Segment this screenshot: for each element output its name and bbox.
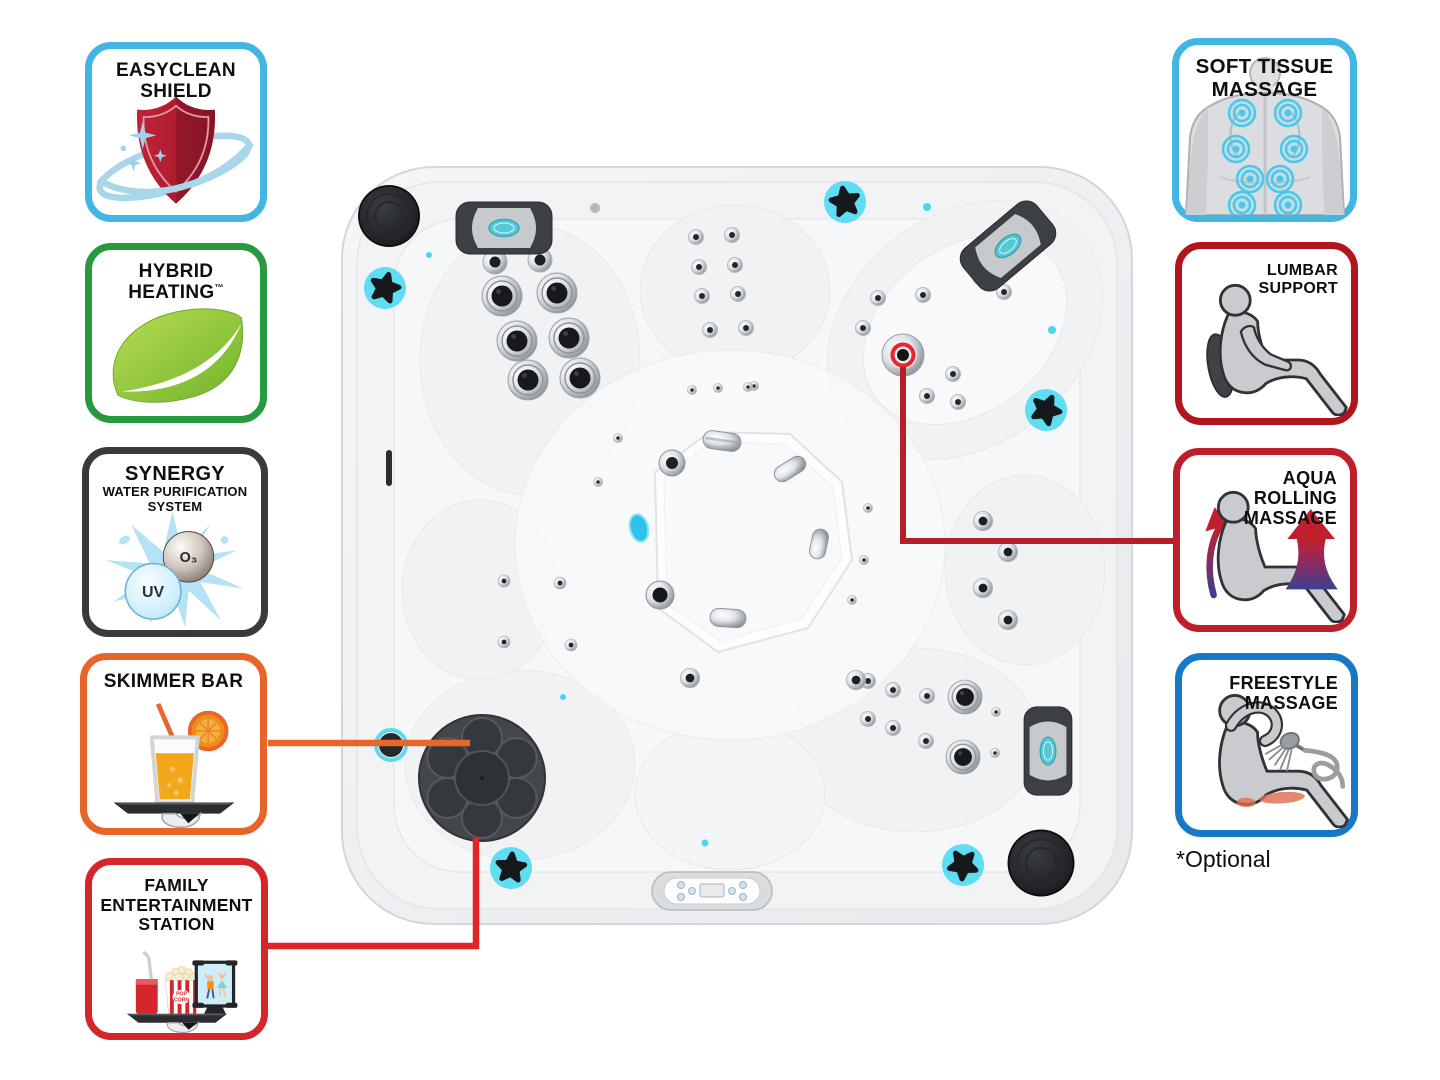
up-arrow bbox=[1285, 509, 1338, 590]
badge-skimmer-bar: SKIMMER BAR bbox=[80, 653, 267, 835]
underwater-light bbox=[628, 513, 650, 543]
popcorn-label: CORN bbox=[173, 998, 188, 1004]
skimmer-bar-disc bbox=[418, 714, 546, 842]
title-line: HYBRID bbox=[138, 261, 214, 282]
massage-glow-thigh bbox=[1258, 791, 1305, 804]
badge-title: FAMILY ENTERTAINMENT STATION bbox=[96, 875, 257, 935]
ozone-label: O₃ bbox=[180, 550, 198, 566]
popcorn-box: POP CORN bbox=[164, 965, 198, 1015]
footwell bbox=[628, 430, 854, 654]
seated-person bbox=[1216, 517, 1346, 623]
badge-title: AQUA ROLLING MASSAGE bbox=[1244, 468, 1337, 528]
title-line: WATER PURIFICATION bbox=[102, 484, 248, 500]
badge-hybrid-heating: HYBRID HEATING™ bbox=[85, 243, 267, 423]
massage-points bbox=[1221, 98, 1308, 215]
side-slot bbox=[386, 450, 392, 486]
badge-title: SKIMMER BAR bbox=[91, 671, 256, 692]
control-display bbox=[699, 883, 725, 898]
sparkle-stars bbox=[120, 121, 167, 172]
headrest-top-left bbox=[455, 201, 553, 255]
control-buttons bbox=[677, 881, 747, 901]
shower-wand-icon bbox=[1217, 694, 1349, 828]
headrest-bottom-right bbox=[1023, 706, 1073, 796]
entertainment-connector-line bbox=[268, 838, 480, 950]
optional-footnote: *Optional bbox=[1176, 846, 1271, 872]
rolling-massage-icon bbox=[1205, 490, 1346, 623]
red-massage-jet bbox=[881, 333, 925, 377]
corner-speaker-bottom-right bbox=[1006, 828, 1076, 898]
title-line: MASSAGE bbox=[1211, 77, 1318, 101]
dancers bbox=[203, 972, 227, 999]
title-line: EASYCLEAN bbox=[116, 60, 236, 81]
title-line: SOFT TISSUE bbox=[1195, 55, 1334, 78]
title-line: HEATING bbox=[128, 282, 215, 304]
title-line: SYSTEM bbox=[147, 498, 203, 514]
server-hand bbox=[166, 1021, 199, 1033]
badge-title: LUMBAR SUPPORT bbox=[1259, 262, 1338, 298]
title-line: LUMBAR bbox=[1266, 262, 1338, 279]
drink-tray-icon bbox=[113, 703, 234, 828]
control-panel bbox=[651, 871, 773, 911]
shower-wand bbox=[1264, 732, 1345, 789]
title-line: AQUA bbox=[1282, 468, 1337, 488]
badge-title: HYBRID HEATING™ bbox=[96, 261, 256, 304]
ozone-bubble bbox=[162, 531, 215, 583]
badge-easyclean-shield: EASYCLEAN SHIELD bbox=[85, 42, 267, 222]
badge-title: SYNERGY WATER PURIFICATION SYSTEM bbox=[93, 463, 257, 514]
juice bbox=[155, 753, 194, 800]
badge-lumbar-support: LUMBAR SUPPORT bbox=[1175, 242, 1358, 425]
tablet-screen bbox=[191, 960, 237, 1014]
vent-hole bbox=[590, 203, 600, 213]
massage-glow-hip bbox=[1236, 797, 1256, 808]
title-line: SYNERGY bbox=[125, 463, 225, 485]
badge-synergy-water-purification: SYNERGY WATER PURIFICATION SYSTEM O₃ UV bbox=[82, 447, 268, 637]
title-line: SKIMMER BAR bbox=[103, 671, 244, 692]
leaf-icon bbox=[112, 308, 244, 403]
title-line: FREESTYLE bbox=[1229, 673, 1338, 693]
badge-title: SOFT TISSUE MASSAGE bbox=[1183, 55, 1346, 102]
title-line: MASSAGE bbox=[1244, 693, 1338, 714]
popcorn-label: POP bbox=[176, 992, 187, 998]
title-line: STATION bbox=[138, 914, 215, 935]
hose bbox=[1302, 748, 1345, 789]
title-line: MASSAGE bbox=[1243, 508, 1337, 529]
badge-title: FREESTYLE MASSAGE bbox=[1229, 673, 1338, 713]
soda-cup bbox=[135, 950, 158, 1014]
tray bbox=[126, 1013, 227, 1023]
corner-speaker-top-left bbox=[357, 184, 421, 248]
title-line: FAMILY bbox=[144, 875, 209, 895]
entertainment-tray-icon: POP CORN bbox=[126, 950, 237, 1033]
title-line: SHIELD bbox=[140, 81, 212, 103]
aqua-rolling-connector-line bbox=[900, 367, 1178, 544]
badge-title: EASYCLEAN SHIELD bbox=[96, 60, 256, 103]
accent-lights bbox=[426, 203, 1056, 847]
water-splash-icon: O₃ UV bbox=[106, 511, 244, 628]
hot-tub bbox=[341, 166, 1133, 925]
title-line: SUPPORT bbox=[1258, 279, 1338, 297]
badge-aqua-rolling-massage: AQUA ROLLING MASSAGE bbox=[1173, 448, 1357, 632]
badge-freestyle-massage: FREESTYLE MASSAGE bbox=[1175, 653, 1358, 837]
back-arrow bbox=[1206, 522, 1224, 599]
back-massage-icon bbox=[1184, 57, 1345, 215]
lumbar-seat-icon bbox=[1205, 283, 1348, 416]
title-line: ENTERTAINMENT bbox=[100, 894, 253, 915]
shield-sparkle-icon bbox=[96, 96, 255, 204]
uv-bubble bbox=[124, 562, 182, 620]
trademark-symbol: ™ bbox=[214, 282, 224, 293]
badge-family-entertainment-station: FAMILY ENTERTAINMENT STATION POP CORN bbox=[85, 858, 268, 1040]
uv-label: UV bbox=[142, 584, 165, 601]
badge-soft-tissue-massage: SOFT TISSUE MASSAGE bbox=[1172, 38, 1357, 222]
tray bbox=[113, 802, 234, 814]
server-hand bbox=[160, 811, 202, 828]
title-line: ROLLING bbox=[1253, 488, 1337, 509]
bubbles bbox=[166, 766, 183, 796]
